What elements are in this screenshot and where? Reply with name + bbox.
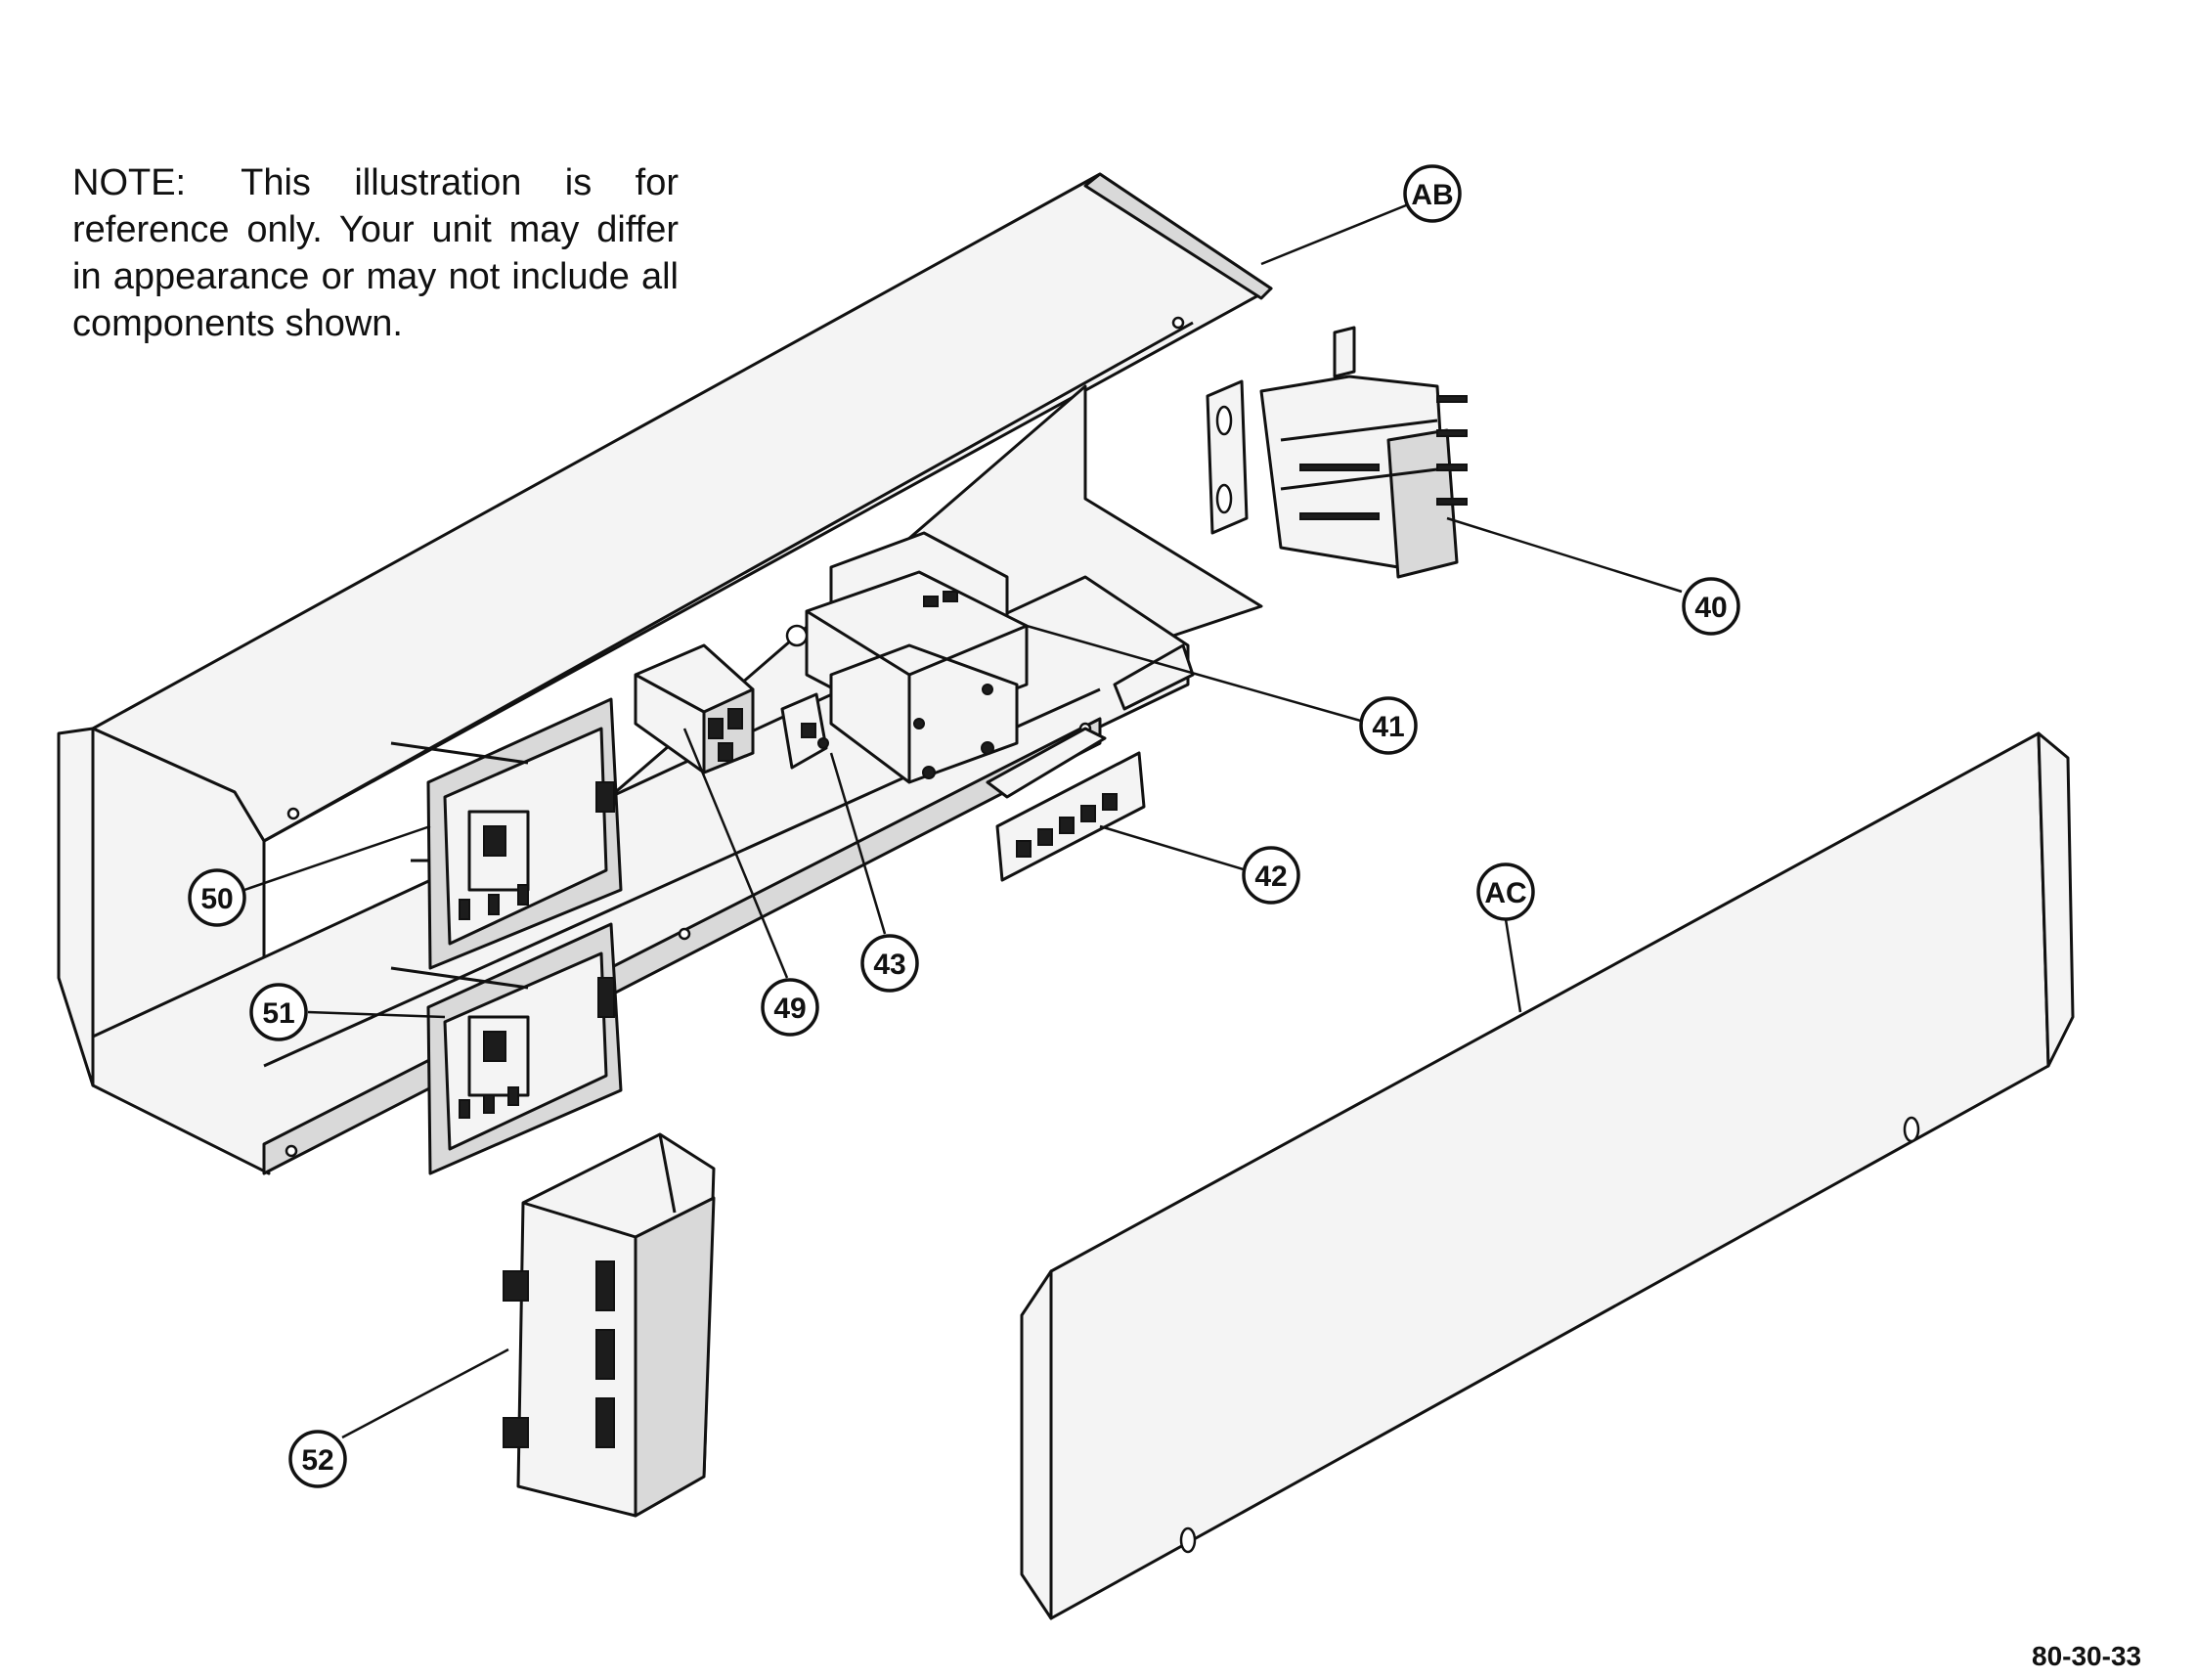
callout-ac: AC <box>1476 862 1535 921</box>
callout-42: 42 <box>1242 846 1300 905</box>
callout-42-label: 42 <box>1254 861 1287 893</box>
part-41-transformer <box>785 531 1029 784</box>
part-50-switch <box>390 697 623 970</box>
callout-40-label: 40 <box>1694 592 1727 624</box>
part-52-terminal-block <box>503 1132 716 1518</box>
callout-41-label: 41 <box>1372 711 1404 743</box>
callout-50-label: 50 <box>200 883 233 915</box>
note-text: This illustration is for reference only.… <box>72 162 679 344</box>
callout-ac-label: AC <box>1484 877 1526 909</box>
part-51-switch <box>390 922 623 1175</box>
callout-40: 40 <box>1682 577 1740 636</box>
callout-ab: AB <box>1403 164 1462 223</box>
callout-49-label: 49 <box>773 993 806 1025</box>
callout-51-label: 51 <box>262 997 294 1030</box>
callout-ab-label: AB <box>1411 179 1453 211</box>
callout-51: 51 <box>249 983 308 1041</box>
callout-52: 52 <box>288 1430 347 1488</box>
callout-49: 49 <box>761 978 819 1037</box>
callout-43: 43 <box>860 934 919 993</box>
callout-52-label: 52 <box>301 1444 333 1477</box>
note-label: NOTE: <box>72 162 187 203</box>
callout-50: 50 <box>188 868 246 927</box>
part-40-contactor <box>1206 326 1468 579</box>
cover-panel-ac <box>1020 731 2075 1620</box>
callout-43-label: 43 <box>873 949 905 981</box>
reference-note: NOTE:This illustration is for reference … <box>72 159 679 347</box>
part-49-relay <box>634 643 755 774</box>
leader-lines <box>243 203 1683 1439</box>
part-42-terminal-strip <box>995 751 1146 882</box>
part-43-component <box>780 692 829 770</box>
callout-41: 41 <box>1359 696 1418 755</box>
figure-number: 80-30-33 <box>2032 1641 2142 1671</box>
